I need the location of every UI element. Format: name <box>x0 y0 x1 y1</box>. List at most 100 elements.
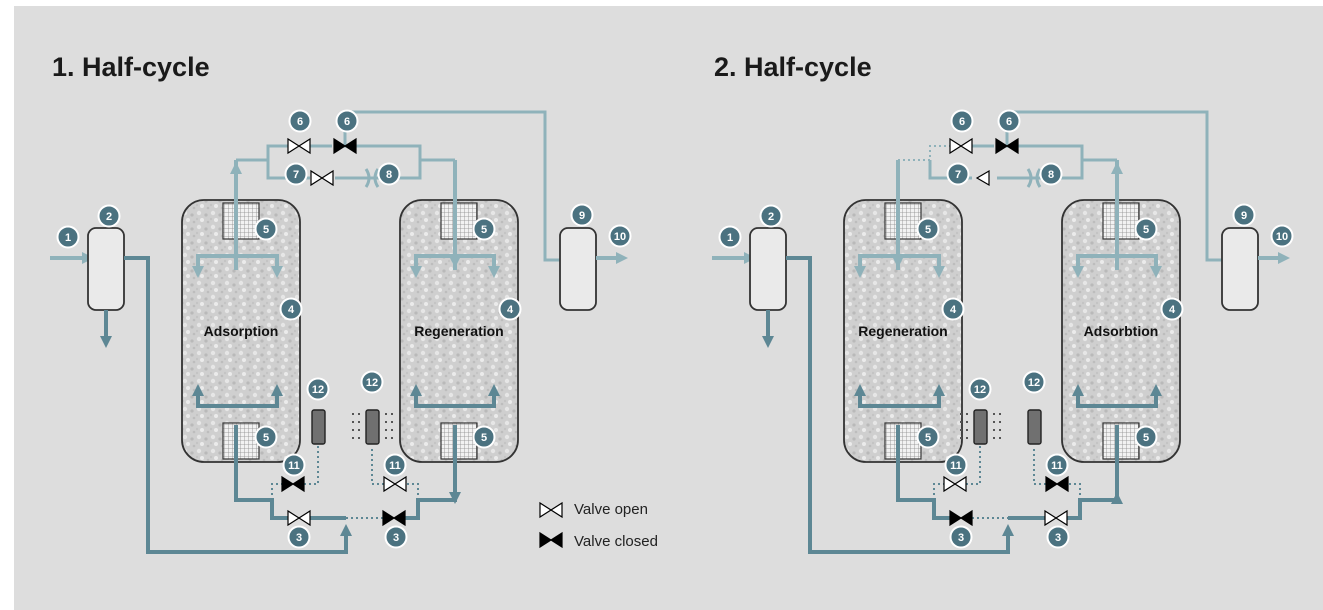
flow-arrow <box>488 384 500 396</box>
badge-number: 7 <box>955 169 961 181</box>
flow-spreader <box>858 390 941 408</box>
flow-arrow <box>616 252 628 264</box>
flow-arrow <box>410 266 422 278</box>
valve-11-left-icon <box>943 475 967 493</box>
badge-10: 10 <box>1270 224 1294 248</box>
check-valve-7-icon <box>975 169 990 187</box>
badge-circle <box>1232 203 1256 227</box>
badge-circle <box>949 525 973 549</box>
flow-spreader <box>1076 390 1158 408</box>
flow-arrow <box>1278 252 1290 264</box>
legend-valve-closed-icon <box>539 531 563 549</box>
badge-circle <box>335 109 359 133</box>
badge-number: 11 <box>389 460 401 472</box>
flow-arrow <box>1150 266 1162 278</box>
flow-arrow <box>1002 524 1014 536</box>
badge-circle <box>1039 162 1063 186</box>
badge-number: 10 <box>1276 231 1288 243</box>
tower-vessel <box>399 199 519 463</box>
afterfilter-vessel <box>559 227 597 311</box>
badge-number: 5 <box>925 224 931 236</box>
badge-circle <box>472 425 496 449</box>
badge-circle <box>1022 370 1046 394</box>
silencer <box>311 409 326 445</box>
silencer <box>1027 409 1042 445</box>
legend-open-valve-shape <box>539 501 563 519</box>
badge-7: 7 <box>284 162 308 186</box>
badge-12-left: 12 <box>306 377 330 401</box>
valve-11-right-icon <box>1045 475 1069 493</box>
flow-arrow <box>854 266 866 278</box>
badge-11-right: 11 <box>383 453 407 477</box>
valve-6-right-icon <box>333 137 357 155</box>
badge-2: 2 <box>759 204 783 228</box>
flow-arrow <box>230 162 242 174</box>
badge-circle <box>279 297 303 321</box>
badge-circle <box>472 217 496 241</box>
flow-arrow <box>1072 266 1084 278</box>
desiccant-tower: Adsorption <box>181 199 301 463</box>
badge-1: 1 <box>56 225 80 249</box>
badge-5-bottom-right: 5 <box>472 425 496 449</box>
badge-number: 3 <box>1055 532 1061 544</box>
flow-arrow <box>1150 384 1162 396</box>
badge-number: 7 <box>293 169 299 181</box>
badge-1: 1 <box>718 225 742 249</box>
legend-valve-closed-label: Valve closed <box>574 533 658 550</box>
badge-number: 4 <box>1169 304 1176 316</box>
badge-number: 5 <box>263 432 269 444</box>
badge-number: 11 <box>288 460 300 472</box>
badge-5-bottom-left: 5 <box>254 425 278 449</box>
badge-3-left: 3 <box>949 525 973 549</box>
badge-circle <box>718 225 742 249</box>
badge-8: 8 <box>1039 162 1063 186</box>
badge-3-left: 3 <box>287 525 311 549</box>
badge-5-top-left: 5 <box>916 217 940 241</box>
badge-number: 2 <box>768 211 774 223</box>
afterfilter-vessel <box>1221 227 1259 311</box>
left-tower-label: Regeneration <box>858 323 947 339</box>
main-inlet-pipe <box>124 256 348 554</box>
badge-number: 5 <box>925 432 931 444</box>
flow-arrow <box>271 266 283 278</box>
badge-number: 11 <box>1051 460 1063 472</box>
badge-number: 8 <box>1048 169 1054 181</box>
badge-8: 8 <box>377 162 401 186</box>
badge-5-top-left: 5 <box>254 217 278 241</box>
flow-arrow <box>449 492 461 504</box>
exhaust-riser-left <box>966 446 981 485</box>
badge-number: 3 <box>958 532 964 544</box>
badge-number: 4 <box>288 304 295 316</box>
badge-5-top-right: 5 <box>1134 217 1158 241</box>
badge-5-bottom-right: 5 <box>1134 425 1158 449</box>
filter-top <box>884 202 922 240</box>
badge-number: 9 <box>1241 210 1247 222</box>
badge-6-right: 6 <box>335 109 359 133</box>
badge-circle <box>377 162 401 186</box>
flow-arrow <box>192 384 204 396</box>
right-tower-label: Regeneration <box>414 323 503 339</box>
badge-circle <box>384 525 408 549</box>
badge-4-right: 4 <box>498 297 522 321</box>
flow-spreader <box>196 254 279 272</box>
badge-number: 3 <box>393 532 399 544</box>
flow-arrow <box>1111 492 1123 504</box>
badge-circle <box>288 109 312 133</box>
legend: Valve open Valve closed <box>539 501 658 550</box>
badge-number: 6 <box>297 116 303 128</box>
badge-10: 10 <box>608 224 632 248</box>
flow-arrow <box>271 384 283 396</box>
badge-4-left: 4 <box>279 297 303 321</box>
badge-circle <box>254 425 278 449</box>
flow-spreader <box>1076 254 1158 272</box>
valve-11-left-icon <box>281 475 305 493</box>
badge-number: 5 <box>481 432 487 444</box>
badge-circle <box>306 377 330 401</box>
badge-6-left: 6 <box>950 109 974 133</box>
exhaust-line-right <box>406 483 419 500</box>
purge-line-right <box>335 160 422 180</box>
legend-valve-open-icon <box>539 501 563 519</box>
badge-number: 5 <box>481 224 487 236</box>
badge-circle <box>944 453 968 477</box>
